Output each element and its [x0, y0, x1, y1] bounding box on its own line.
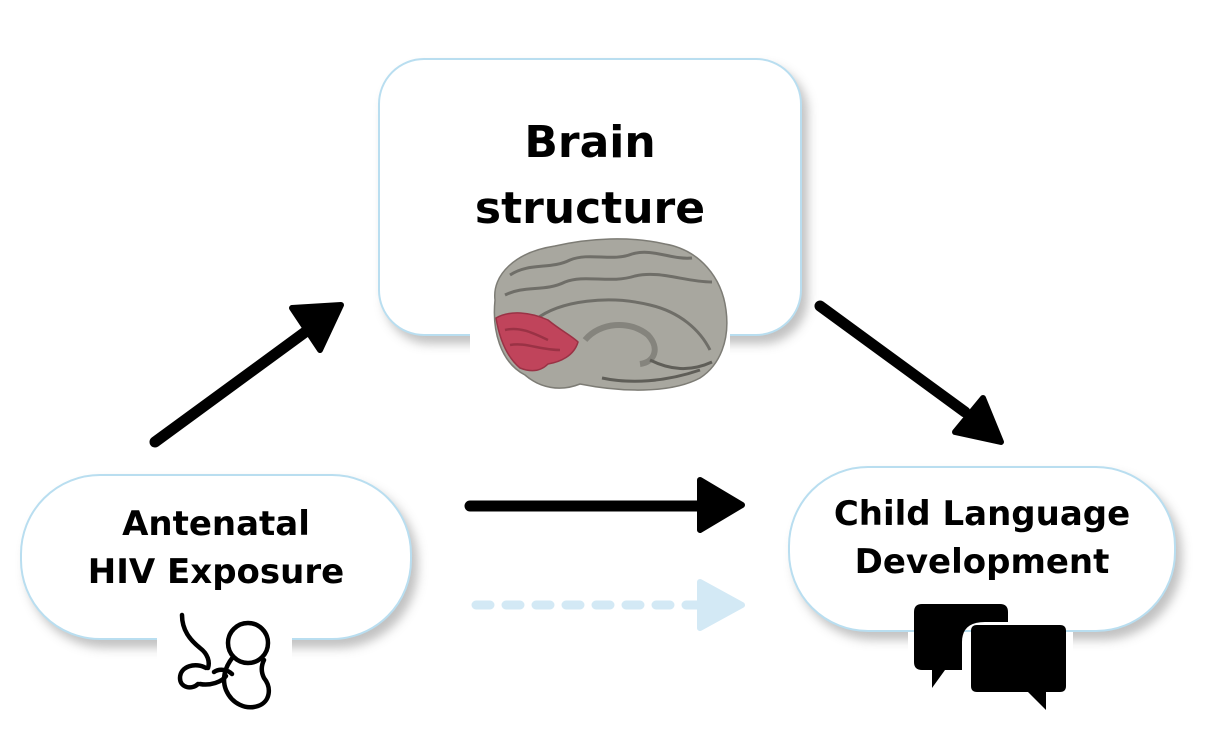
- hiv-exposure-node: Antenatal HIV Exposure: [20, 474, 412, 640]
- exposure-node-label-line2: HIV Exposure: [87, 552, 345, 592]
- arrow-exposure-to-brain: [149, 302, 344, 448]
- speech-bubbles-icon: [914, 604, 1066, 710]
- arrow-exposure-to-outcome-direct: [464, 477, 745, 533]
- brain-icon: [493, 238, 728, 391]
- outcome-node-label-line2: Development: [854, 542, 1110, 582]
- brain-node-label-line2: structure: [474, 183, 706, 234]
- outcome-node-label-line1: Child Language: [833, 494, 1131, 534]
- brain-node-label-line1: Brain: [524, 117, 656, 168]
- fetus-icon: [177, 612, 272, 710]
- arrow-exposure-to-outcome-dashed: [471, 579, 745, 631]
- brain-highlight-region: [495, 312, 579, 372]
- exposure-node-label-line1: Antenatal: [122, 504, 310, 544]
- arrow-brain-to-outcome: [814, 300, 1004, 445]
